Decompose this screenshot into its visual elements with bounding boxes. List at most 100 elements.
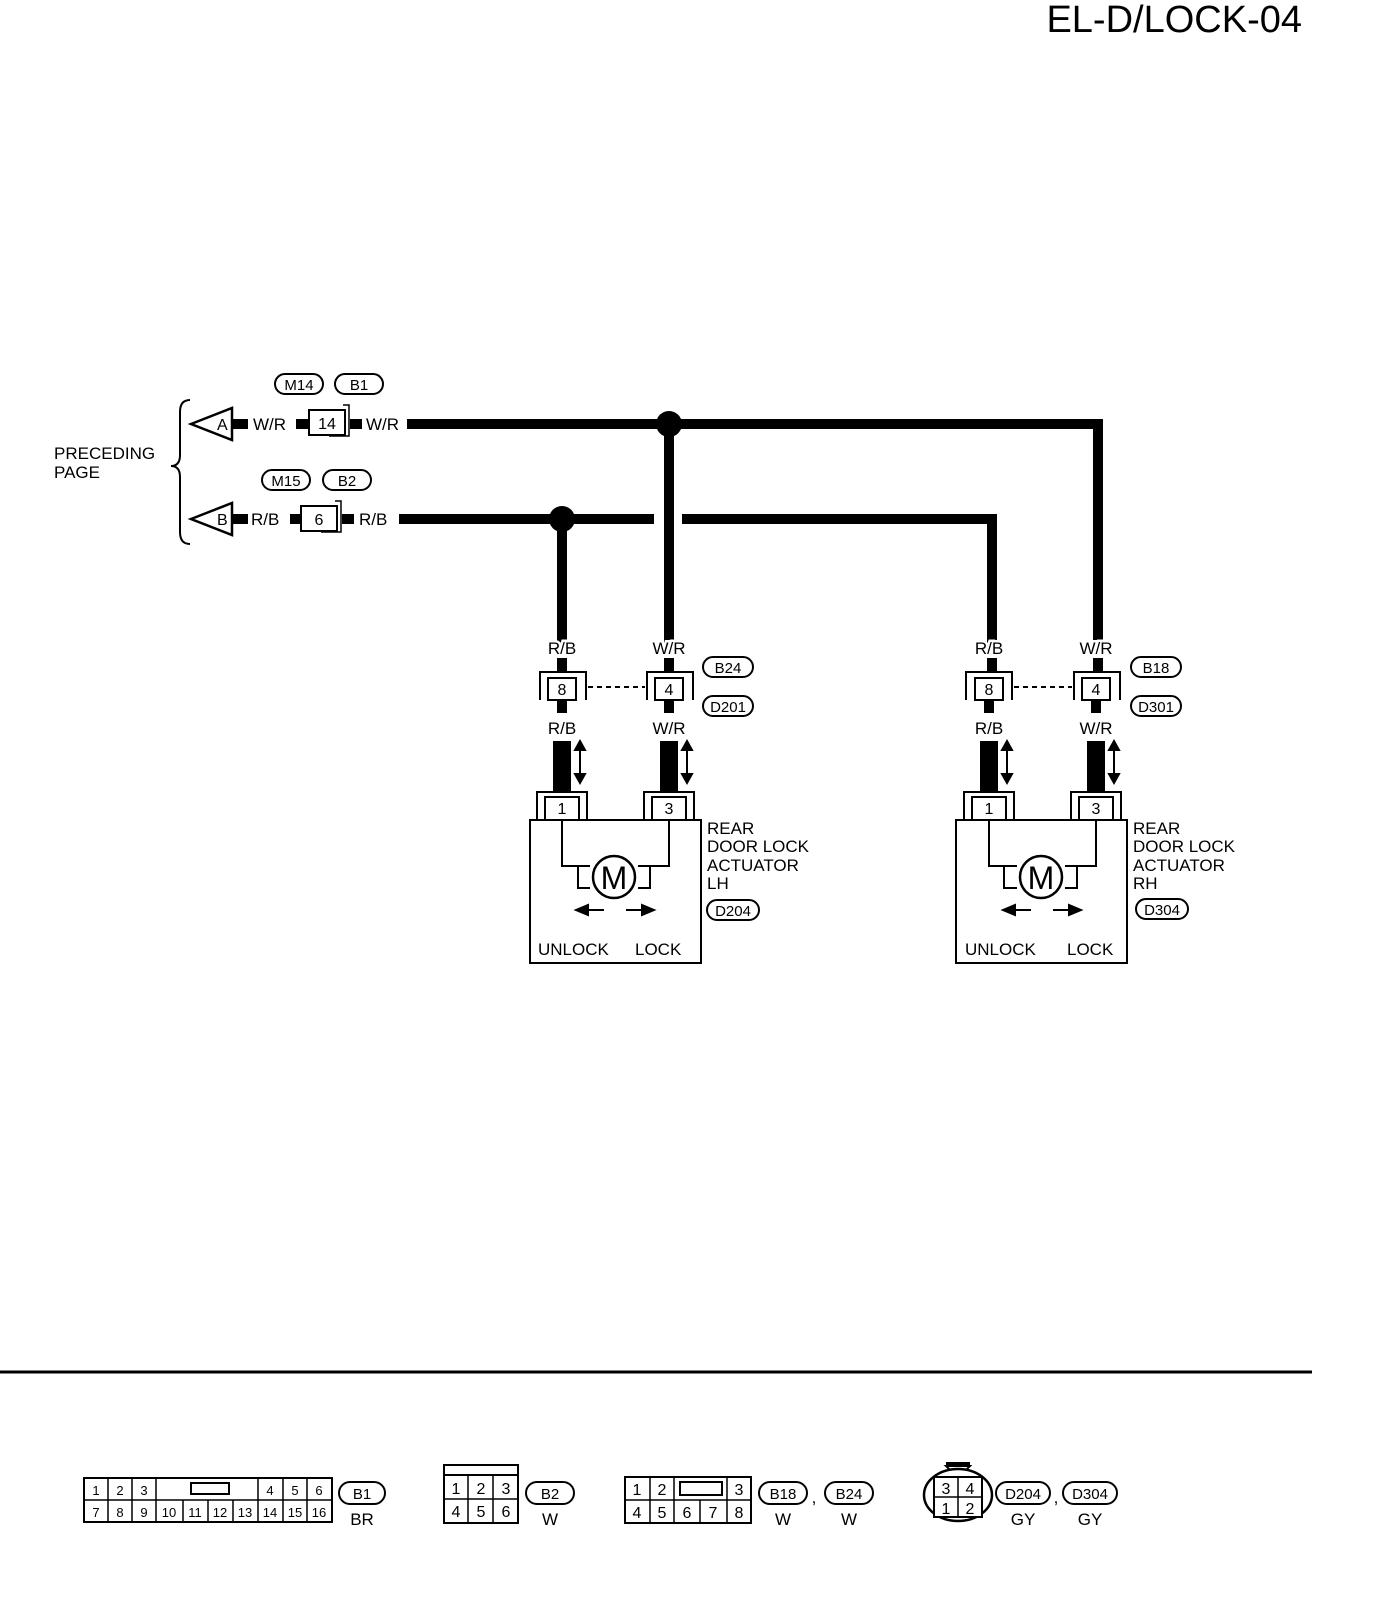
svg-text:14: 14 [263,1505,277,1520]
input-a-pin: 14 [318,416,336,433]
svg-text:M: M [1028,860,1055,896]
input-a-wire-color-right: W/R [366,415,399,434]
svg-text:1: 1 [92,1483,99,1498]
rh-actuator-name-3: ACTUATOR [1133,856,1225,875]
lh-disconnect-arrows-icon [573,738,694,786]
rh-actuator-name-1: REAR [1133,819,1180,838]
rh-wire-color-lower-1: R/B [975,719,1003,738]
rh-actuator-box [955,819,1128,964]
svg-text:8: 8 [116,1505,123,1520]
connector-id-b1 [334,373,384,395]
svg-text:GY: GY [1078,1510,1103,1529]
legend-b2-connector: 1 2 3 4 5 6 B2 W [443,1464,575,1529]
svg-text:W: W [775,1510,791,1529]
page-id: EL-D/LOCK-04 [1046,0,1302,41]
svg-text:5: 5 [477,1504,486,1521]
svg-text:D304: D304 [1144,902,1180,919]
input-b-pin: 6 [315,512,324,529]
svg-text:8: 8 [985,682,994,699]
svg-text:6: 6 [315,1483,322,1498]
svg-text:1: 1 [558,801,567,818]
preceding-page-brace [170,399,191,545]
junction-r-b [549,506,575,532]
lh-wire-color-upper-1: R/B [548,639,576,658]
svg-text:6: 6 [502,1504,511,1521]
svg-text:3: 3 [1092,801,1101,818]
svg-text:13: 13 [238,1505,252,1520]
svg-text:4: 4 [665,682,674,699]
svg-text:M15: M15 [271,473,300,490]
svg-text:D201: D201 [710,699,746,716]
svg-text:D204: D204 [715,903,751,920]
rh-wire-color-upper-2: W/R [1079,639,1112,658]
svg-text:B1: B1 [350,377,368,394]
svg-text:7: 7 [709,1505,718,1522]
preceding-page-line-1: PRECEDING [54,444,155,463]
junction-w-r [656,411,682,437]
svg-text:10: 10 [162,1505,176,1520]
svg-text:5: 5 [291,1483,298,1498]
svg-text:1: 1 [452,1481,461,1498]
input-b-wire-color-left: R/B [251,510,279,529]
legend-b18-b24-connector: 1 2 3 4 5 6 7 8 B18 , B24 W W [624,1476,874,1529]
svg-text:12: 12 [213,1505,227,1520]
svg-text:4: 4 [1092,682,1101,699]
lh-unlock-label: UNLOCK [538,940,610,959]
connector-id-d304 [1135,898,1189,920]
svg-text:M: M [601,860,628,896]
svg-text:15: 15 [288,1505,302,1520]
input-a-letter: A [217,417,228,434]
rh-disconnect-arrows-icon [1000,738,1121,786]
rh-wire-color-upper-1: R/B [975,639,1003,658]
rh-motor-icon [1018,854,1064,900]
preceding-page-line-2: PAGE [54,463,100,482]
svg-text:8: 8 [558,682,567,699]
connector-id-d301 [1130,695,1182,717]
lh-actuator-name-4: LH [707,874,729,893]
svg-text:3: 3 [942,1481,951,1498]
svg-text:B24: B24 [836,1486,863,1503]
svg-text:B18: B18 [1143,660,1170,677]
connector-id-b2 [322,469,372,491]
svg-text:4: 4 [633,1505,642,1522]
connector-id-d204 [706,899,760,921]
svg-text:B2: B2 [338,473,356,490]
connector-id-b24 [702,656,754,678]
input-b-wire-color-right: R/B [359,510,387,529]
svg-text:W: W [841,1510,857,1529]
wire-w-r-main [407,419,1103,650]
legend-d204-d304-connector: 3 4 1 2 D204 , D304 GY GY [922,1462,1118,1529]
svg-text:7: 7 [92,1505,99,1520]
lh-actuator-name-3: ACTUATOR [707,856,799,875]
svg-text:4: 4 [266,1483,273,1498]
svg-text:4: 4 [452,1504,461,1521]
input-b-connector [300,505,338,532]
svg-text:B1: B1 [353,1486,371,1503]
svg-text:3: 3 [502,1481,511,1498]
connector-id-d201 [702,695,754,717]
connector-id-m15 [261,469,311,491]
svg-text:2: 2 [658,1482,667,1499]
input-a-connector [308,409,346,436]
svg-text:W: W [542,1510,558,1529]
svg-text:2: 2 [966,1501,975,1518]
lh-actuator-box [529,819,702,964]
lh-actuator-name-1: REAR [707,819,754,838]
actuator-lh: R/B W/R 8 4 B24 D201 R/B W/R 1 [529,637,810,964]
svg-text:1: 1 [985,801,994,818]
rh-actuator-name-2: DOOR LOCK [1133,837,1236,856]
input-a-wire-color-left: W/R [253,415,286,434]
svg-text:1: 1 [942,1501,951,1518]
rh-lock-label: LOCK [1067,940,1114,959]
connector-id-m14 [274,373,324,395]
input-b-letter: B [217,512,228,529]
wires [399,419,1103,650]
svg-text:1: 1 [633,1482,642,1499]
actuator-rh: R/B W/R 8 4 B18 D301 R/B W/R 1 [955,637,1236,964]
connector-id-b18 [1130,656,1182,678]
svg-text:5: 5 [658,1505,667,1522]
svg-text:GY: GY [1011,1510,1036,1529]
svg-text:11: 11 [188,1505,202,1520]
lh-wire-color-lower-1: R/B [548,719,576,738]
